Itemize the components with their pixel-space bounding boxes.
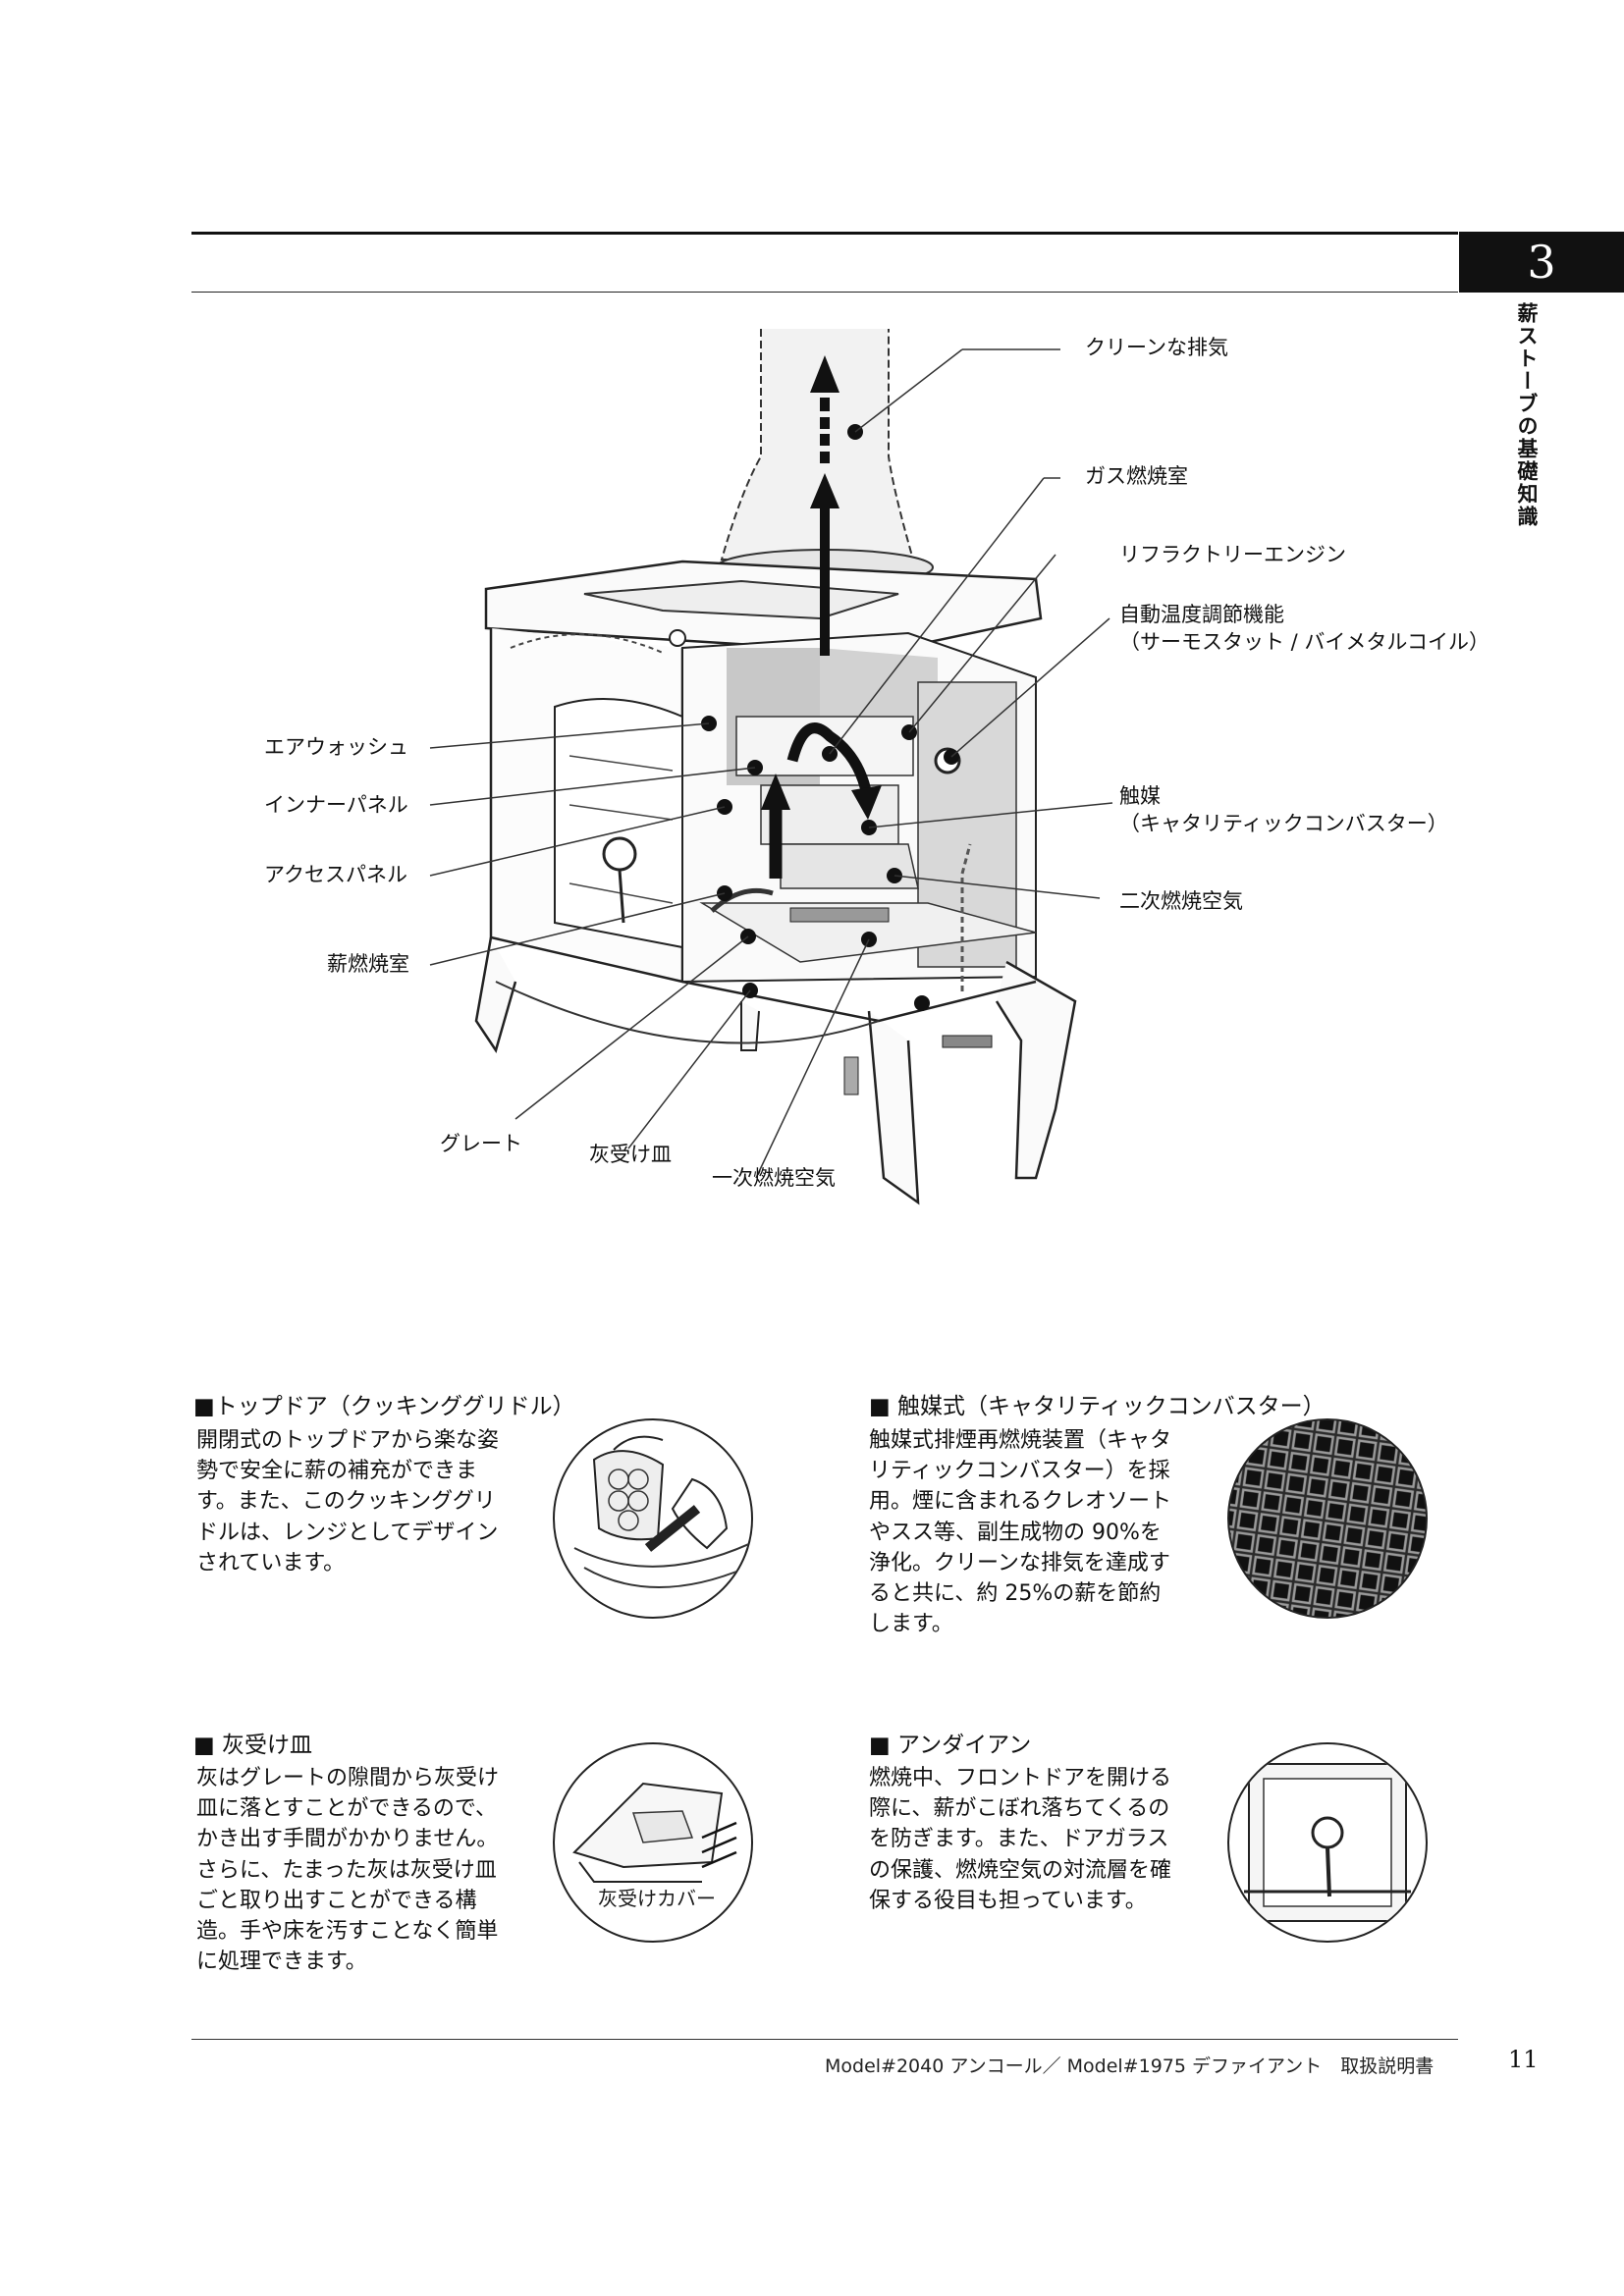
- footer-model-text: Model#2040 アンコール／ Model#1975 デファイアント 取扱説…: [825, 2056, 1435, 2077]
- section-title-top-door: ■トップドア（クッキンググリドル）: [193, 1394, 575, 1419]
- text-line: 触媒式排煙再燃焼装置（キャタ: [869, 1428, 1172, 1453]
- section-title-ash-pan: ■ 灰受け皿: [193, 1733, 313, 1758]
- text-line: ドルは、レンジとしてデザイン: [196, 1520, 499, 1545]
- leader-lines: [429, 348, 1113, 1179]
- label-refractory-engine: リフラクトリーエンジン: [1119, 543, 1346, 566]
- section-title-andirons: ■ アンダイアン: [869, 1733, 1032, 1758]
- text-line: 用。煙に含まれるクレオソート: [869, 1489, 1172, 1515]
- label-air-wash: エアウォッシュ: [264, 735, 408, 759]
- text-line: かき出す手間がかかりません。: [196, 1827, 499, 1852]
- label-catalyst-line1: 触媒: [1119, 784, 1161, 808]
- page-number: 11: [1508, 2046, 1539, 2073]
- section-text-andirons: 燃焼中、フロントドアを開ける 際に、薪がこぼれ落ちてくるの を防ぎます。また、ド…: [869, 1763, 1203, 1916]
- text-line: 際に、薪がこぼれ落ちてくるの: [869, 1796, 1170, 1822]
- text-line: リティックコンバスター）を採: [869, 1459, 1170, 1484]
- label-secondary-air: 二次燃焼空気: [1119, 889, 1243, 913]
- section-text-ash-pan: 灰はグレートの隙間から灰受け 皿に落とすことができるので、 かき出す手間がかかり…: [196, 1763, 530, 1978]
- chapter-title: 薪ストーブの基礎知識: [1515, 302, 1540, 528]
- image-andirons: [1227, 1742, 1428, 1943]
- label-wood-chamber: 薪燃焼室: [327, 952, 409, 976]
- label-primary-air: 一次燃焼空気: [712, 1166, 836, 1190]
- text-line: 皿に落とすことができるので、: [196, 1796, 498, 1822]
- header-rule: [191, 232, 1458, 235]
- text-line: 浄化。クリーンな排気を達成す: [869, 1550, 1170, 1575]
- text-line: す。また、このクッキンググリ: [196, 1489, 496, 1515]
- label-catalyst-line2: （キャタリティックコンバスター）: [1119, 812, 1448, 836]
- text-line: の保護、燃焼空気の対流層を確: [869, 1857, 1172, 1883]
- footer-rule: [191, 2039, 1458, 2040]
- label-thermostat-line2: （サーモスタット / バイメタルコイル）: [1119, 630, 1490, 655]
- section-title-catalytic: ■ 触媒式（キャタリティックコンバスター）: [869, 1394, 1326, 1419]
- chapter-number: 3: [1527, 236, 1556, 289]
- header-subrule: [191, 292, 1458, 293]
- chapter-number-tab: 3: [1459, 232, 1624, 293]
- stove-cutaway-diagram: クリーンな排気 ガス燃焼室 リフラクトリーエンジン 自動温度調節機能 （サーモス…: [191, 294, 1489, 1237]
- text-line: に処理できます。: [196, 1949, 367, 1975]
- image-cooking-griddle: [553, 1418, 753, 1619]
- text-line: 保する役目も担っています。: [869, 1888, 1147, 1913]
- label-ash-pan: 灰受け皿: [589, 1143, 672, 1166]
- text-line: ごと取り出すことができる構: [196, 1888, 477, 1913]
- text-line: 灰はグレートの隙間から灰受け: [196, 1766, 500, 1790]
- section-text-catalytic: 触媒式排煙再燃焼装置（キャタ リティックコンバスター）を採 用。煙に含まれるクレ…: [869, 1425, 1203, 1640]
- text-line: 勢で安全に薪の補充ができま: [196, 1459, 478, 1484]
- label-inner-panel: インナーパネル: [264, 793, 408, 817]
- text-line: 開閉式のトップドアから楽な姿: [196, 1428, 500, 1453]
- label-catalyst: 触媒 （キャタリティックコンバスター）: [1119, 782, 1448, 838]
- label-clean-exhaust: クリーンな排気: [1085, 336, 1228, 359]
- text-line: します。: [869, 1612, 953, 1637]
- text-line: ると共に、約 25%の薪を節約: [869, 1581, 1162, 1607]
- text-line: やスス等、副生成物の 90%を: [869, 1520, 1162, 1545]
- text-line: 造。手や床を汚すことなく簡単: [196, 1919, 499, 1945]
- image-label-ash-cover: 灰受けカバー: [594, 1883, 720, 1911]
- image-catalytic-combustor: [1227, 1418, 1428, 1619]
- label-gas-chamber: ガス燃焼室: [1085, 464, 1188, 488]
- text-line: さらに、たまった灰は灰受け皿: [196, 1857, 497, 1883]
- image-ash-pan: [553, 1742, 753, 1943]
- text-line: されています。: [196, 1550, 346, 1575]
- label-grate: グレート: [440, 1132, 522, 1155]
- label-thermostat: 自動温度調節機能 （サーモスタット / バイメタルコイル）: [1119, 601, 1489, 657]
- label-access-panel: アクセスパネル: [264, 863, 407, 886]
- airflow-arrows: [810, 355, 839, 656]
- text-line: 燃焼中、フロントドアを開ける: [869, 1766, 1172, 1790]
- section-text-top-door: 開閉式のトップドアから楽な姿 勢で安全に薪の補充ができま す。また、このクッキン…: [196, 1425, 530, 1578]
- label-thermostat-line1: 自動温度調節機能: [1119, 603, 1284, 626]
- stove-illustration: [429, 329, 1113, 1205]
- text-line: を防ぎます。また、ドアガラス: [869, 1827, 1169, 1852]
